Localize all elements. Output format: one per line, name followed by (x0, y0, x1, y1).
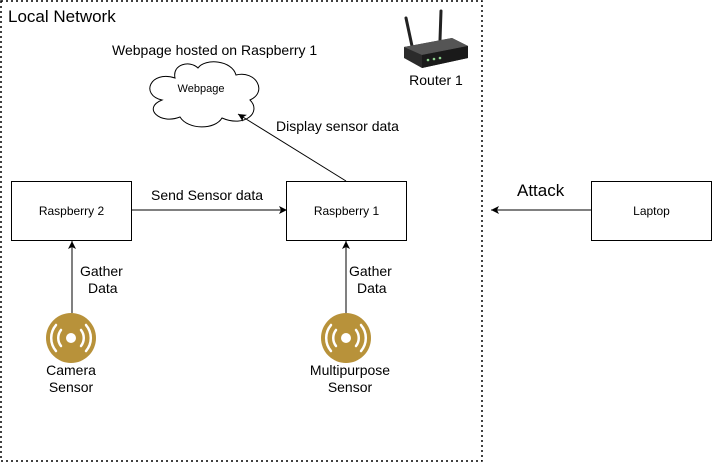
laptop-node: Laptop (591, 181, 712, 241)
webpage-cloud (149, 61, 260, 128)
gather-left-line-1: Gather (80, 263, 123, 279)
camera-sensor-icon (46, 313, 96, 363)
multipurpose-sensor-label: Multipurpose Sensor (310, 362, 390, 396)
local-network-title: Local Network (8, 7, 116, 26)
display-data-label: Display sensor data (276, 118, 399, 134)
router-icon (404, 9, 468, 68)
router-label: Router 1 (409, 72, 463, 88)
multipurpose-sensor-line-2: Sensor (327, 379, 373, 395)
multipurpose-sensor-icon (321, 313, 371, 363)
camera-sensor-line-2: Sensor (48, 379, 94, 395)
attack-label: Attack (517, 181, 565, 200)
raspberry-2-label: Raspberry 2 (38, 204, 105, 218)
raspberry-1-label: Raspberry 1 (313, 204, 380, 218)
gather-right-line-2: Data (357, 280, 387, 296)
gather-left-line-2: Data (88, 280, 118, 296)
display-data-arrow (237, 113, 347, 182)
multipurpose-sensor-line-1: Multipurpose (309, 362, 391, 378)
gather-data-label-left: Gather Data (80, 263, 123, 297)
gather-right-line-1: Gather (349, 263, 392, 279)
webpage-label: Webpage (177, 83, 225, 95)
camera-sensor-line-1: Camera (46, 362, 96, 378)
local-network-zone (0, 0, 483, 462)
raspberry-2-node: Raspberry 2 (11, 181, 132, 241)
raspberry-1-node: Raspberry 1 (286, 181, 407, 241)
gather-data-label-right: Gather Data (349, 263, 392, 297)
send-data-label: Send Sensor data (151, 187, 264, 203)
laptop-label: Laptop (633, 204, 670, 218)
webpage-caption: Webpage hosted on Raspberry 1 (112, 42, 318, 58)
camera-sensor-label: Camera Sensor (46, 362, 96, 396)
